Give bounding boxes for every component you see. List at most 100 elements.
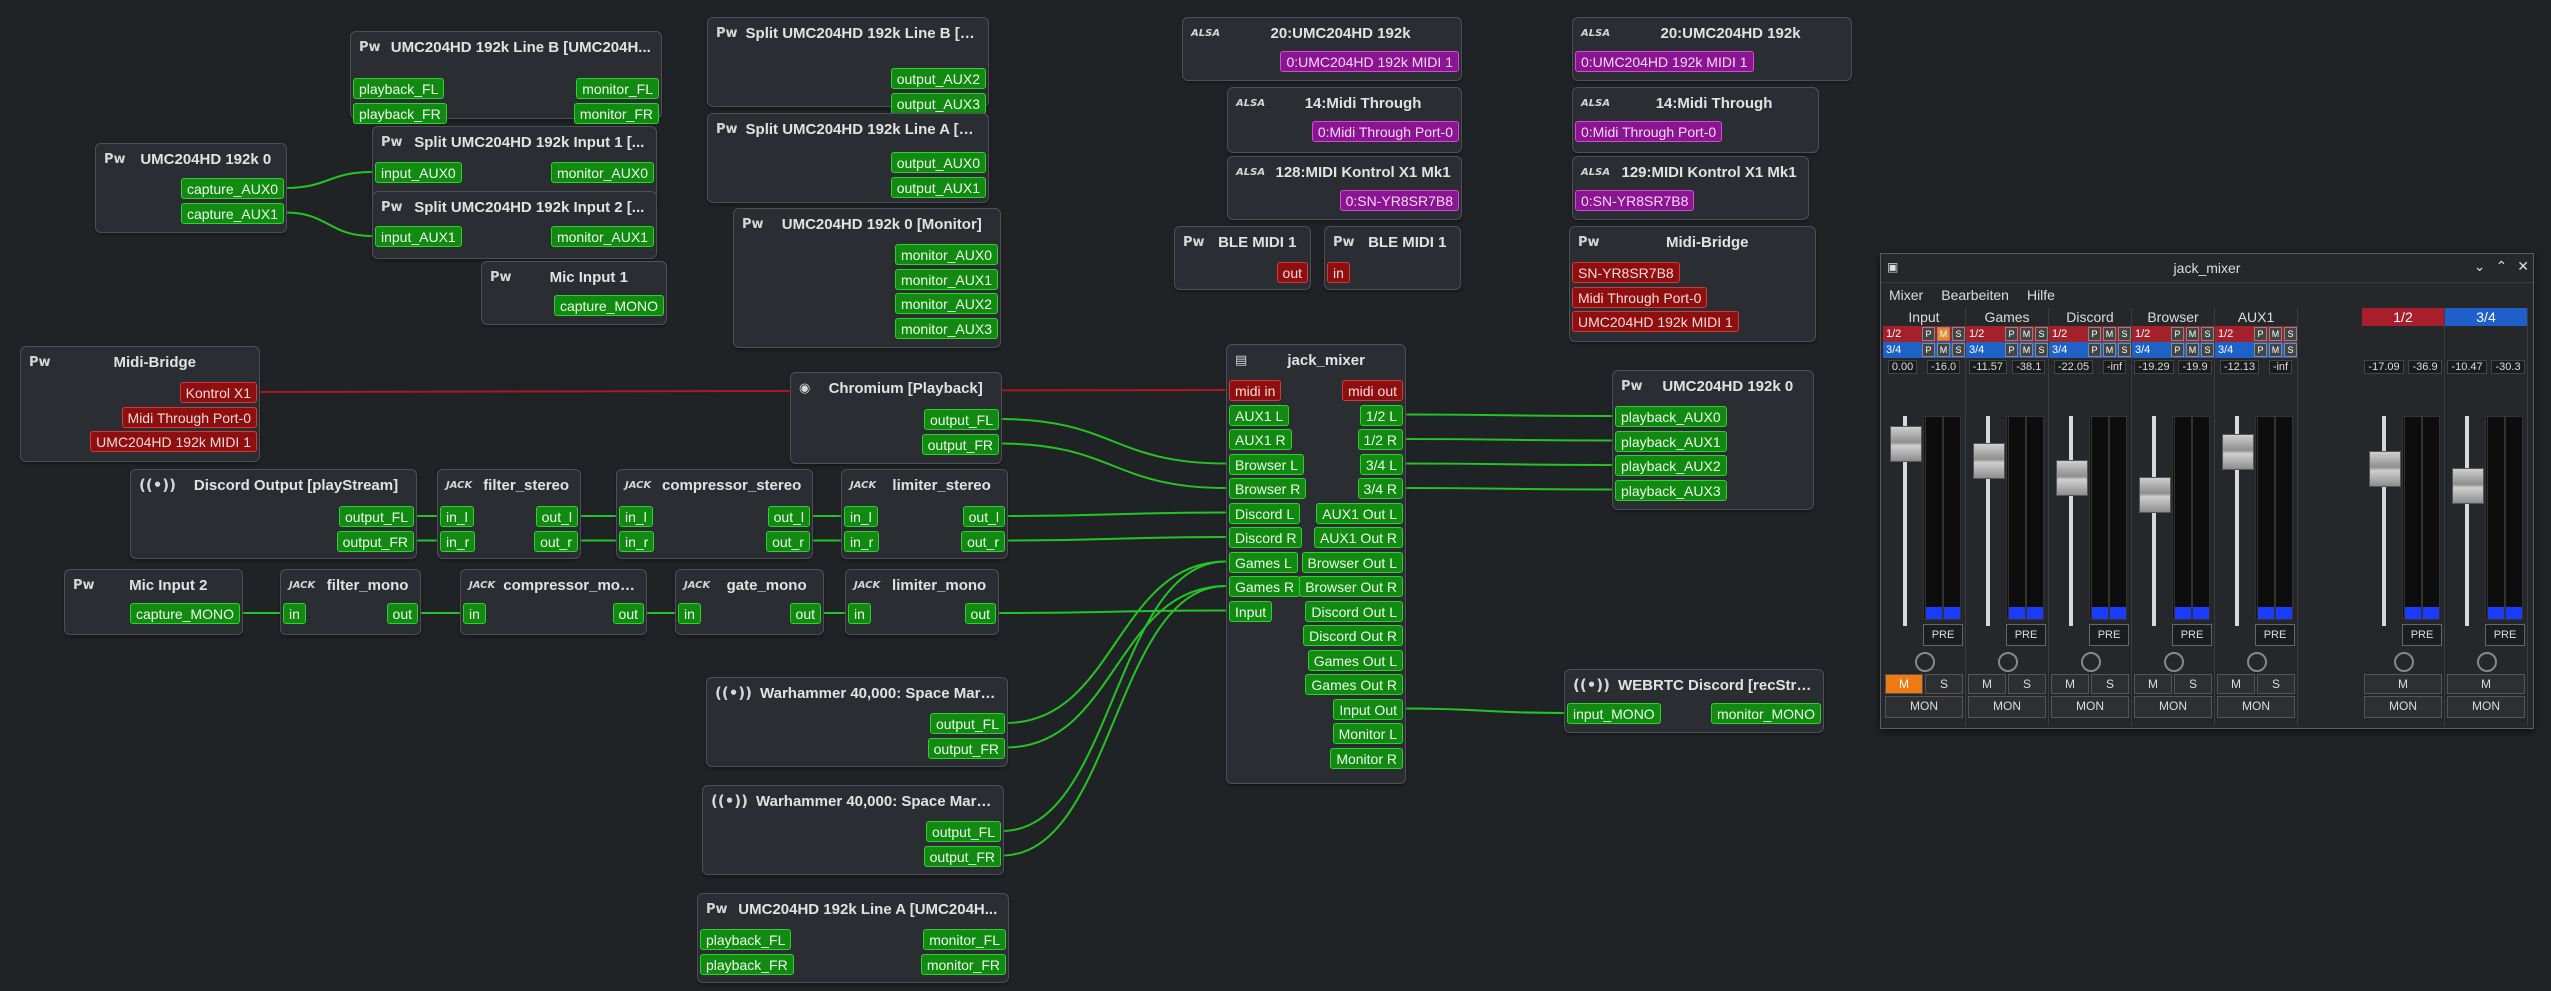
output-port[interactable]: output_AUX2 (890, 68, 986, 89)
output-port[interactable]: output_FR (927, 737, 1005, 759)
output-port[interactable]: UMC204HD 192k MIDI 1 (90, 431, 257, 452)
fader-knob[interactable] (1890, 426, 1922, 462)
mute-button[interactable]: M (2051, 674, 2089, 694)
output-port[interactable]: 0:SN-YR8SR7B8 (1339, 190, 1459, 211)
input-port[interactable]: Discord L (1229, 502, 1301, 524)
monitor-button[interactable]: MON (1968, 696, 2046, 718)
output-port[interactable]: monitor_AUX2 (894, 293, 998, 314)
output-port[interactable]: Midi Through Port-0 (121, 406, 257, 428)
input-port[interactable]: UMC204HD 192k MIDI 1 (1572, 311, 1739, 332)
fader-knob[interactable] (1973, 443, 2005, 479)
input-port[interactable]: Midi Through Port-0 (1572, 286, 1708, 308)
mute-button[interactable]: M (2217, 674, 2255, 694)
prefader-toggle[interactable]: P (2171, 343, 2184, 357)
balance-knob[interactable] (2164, 652, 2184, 672)
input-port[interactable]: input_AUX1 (375, 226, 462, 247)
node-webrtc[interactable]: ((•))WEBRTC Discord [recStream]input_MON… (1564, 669, 1824, 733)
mute-button[interactable]: M (2364, 674, 2442, 694)
node-discout[interactable]: ((•))Discord Output [playStream]output_F… (130, 469, 417, 559)
output-port[interactable]: monitor_FR (573, 102, 659, 124)
pre-button[interactable]: PRE (2089, 624, 2129, 646)
output-port[interactable]: out_r (766, 530, 810, 552)
input-port[interactable]: Games R (1229, 576, 1301, 597)
output-port[interactable]: Discord Out R (1303, 625, 1403, 646)
monitor-button[interactable]: MON (2364, 696, 2442, 718)
input-port[interactable]: AUX1 R (1229, 429, 1292, 450)
mute-toggle[interactable]: M (2103, 343, 2116, 357)
solo-toggle[interactable]: S (1952, 343, 1965, 357)
monitor-button[interactable]: MON (2134, 696, 2212, 718)
gain-value[interactable]: -19.29 (2134, 360, 2174, 374)
solo-toggle[interactable]: S (2035, 343, 2048, 357)
output-port[interactable]: output_FL (338, 506, 414, 527)
output-port[interactable]: output_FR (336, 530, 414, 552)
solo-toggle[interactable]: S (2118, 343, 2131, 357)
solo-button[interactable]: S (2174, 674, 2212, 694)
output-port[interactable]: output_FR (921, 433, 999, 455)
mute-toggle[interactable]: M (2020, 343, 2033, 357)
output-port[interactable]: 3/4 R (1357, 478, 1403, 499)
solo-toggle[interactable]: S (1952, 327, 1965, 341)
menu-hilfe[interactable]: Hilfe (2026, 287, 2055, 303)
node-header[interactable]: ◉Chromium [Playback] (791, 373, 1001, 403)
input-port[interactable]: in (848, 603, 871, 624)
input-port[interactable]: in (463, 603, 486, 624)
node-header[interactable]: ▤jack_mixer (1227, 345, 1405, 375)
channel-name[interactable]: Browser (2147, 309, 2199, 325)
output-port[interactable]: monitor_FL (923, 929, 1006, 950)
input-port[interactable]: SN-YR8SR7B8 (1572, 262, 1680, 283)
prefader-toggle[interactable]: P (2005, 327, 2018, 341)
monitor-button[interactable]: MON (2447, 696, 2525, 718)
node-header[interactable]: ((•))Warhammer 40,000: Space Marin... (703, 786, 1003, 816)
output-port[interactable]: AUX1 Out L (1316, 502, 1403, 524)
solo-button[interactable]: S (2257, 674, 2295, 694)
menu-bearbeiten[interactable]: Bearbeiten (1941, 287, 2009, 303)
output-port[interactable]: 0:Midi Through Port-0 (1311, 121, 1459, 142)
input-port[interactable]: playback_AUX0 (1615, 406, 1727, 427)
output-port[interactable]: monitor_FL (576, 78, 659, 99)
output-port[interactable]: output_AUX3 (890, 92, 986, 114)
output-port[interactable]: monitor_AUX1 (550, 226, 654, 247)
input-port[interactable]: in_l (440, 506, 474, 527)
mute-button[interactable]: M (1968, 674, 2006, 694)
mute-button[interactable]: M (2447, 674, 2525, 694)
prefader-toggle[interactable]: P (2171, 327, 2184, 341)
solo-toggle[interactable]: S (2035, 327, 2048, 341)
mute-toggle[interactable]: M (2269, 343, 2282, 357)
input-port[interactable]: playback_FR (700, 953, 794, 975)
output-port[interactable]: out (964, 603, 996, 624)
output-port[interactable]: out_l (962, 506, 1005, 527)
mute-button[interactable]: M (1885, 674, 1923, 694)
node-wh1[interactable]: ((•))Warhammer 40,000: Space Marin...out… (706, 677, 1008, 767)
output-port[interactable]: Kontrol X1 (179, 382, 257, 403)
output-port[interactable]: Games Out R (1305, 674, 1403, 695)
prefader-toggle[interactable]: P (1922, 327, 1935, 341)
prefader-toggle[interactable]: P (2088, 343, 2101, 357)
output-port[interactable]: monitor_AUX3 (894, 317, 998, 339)
